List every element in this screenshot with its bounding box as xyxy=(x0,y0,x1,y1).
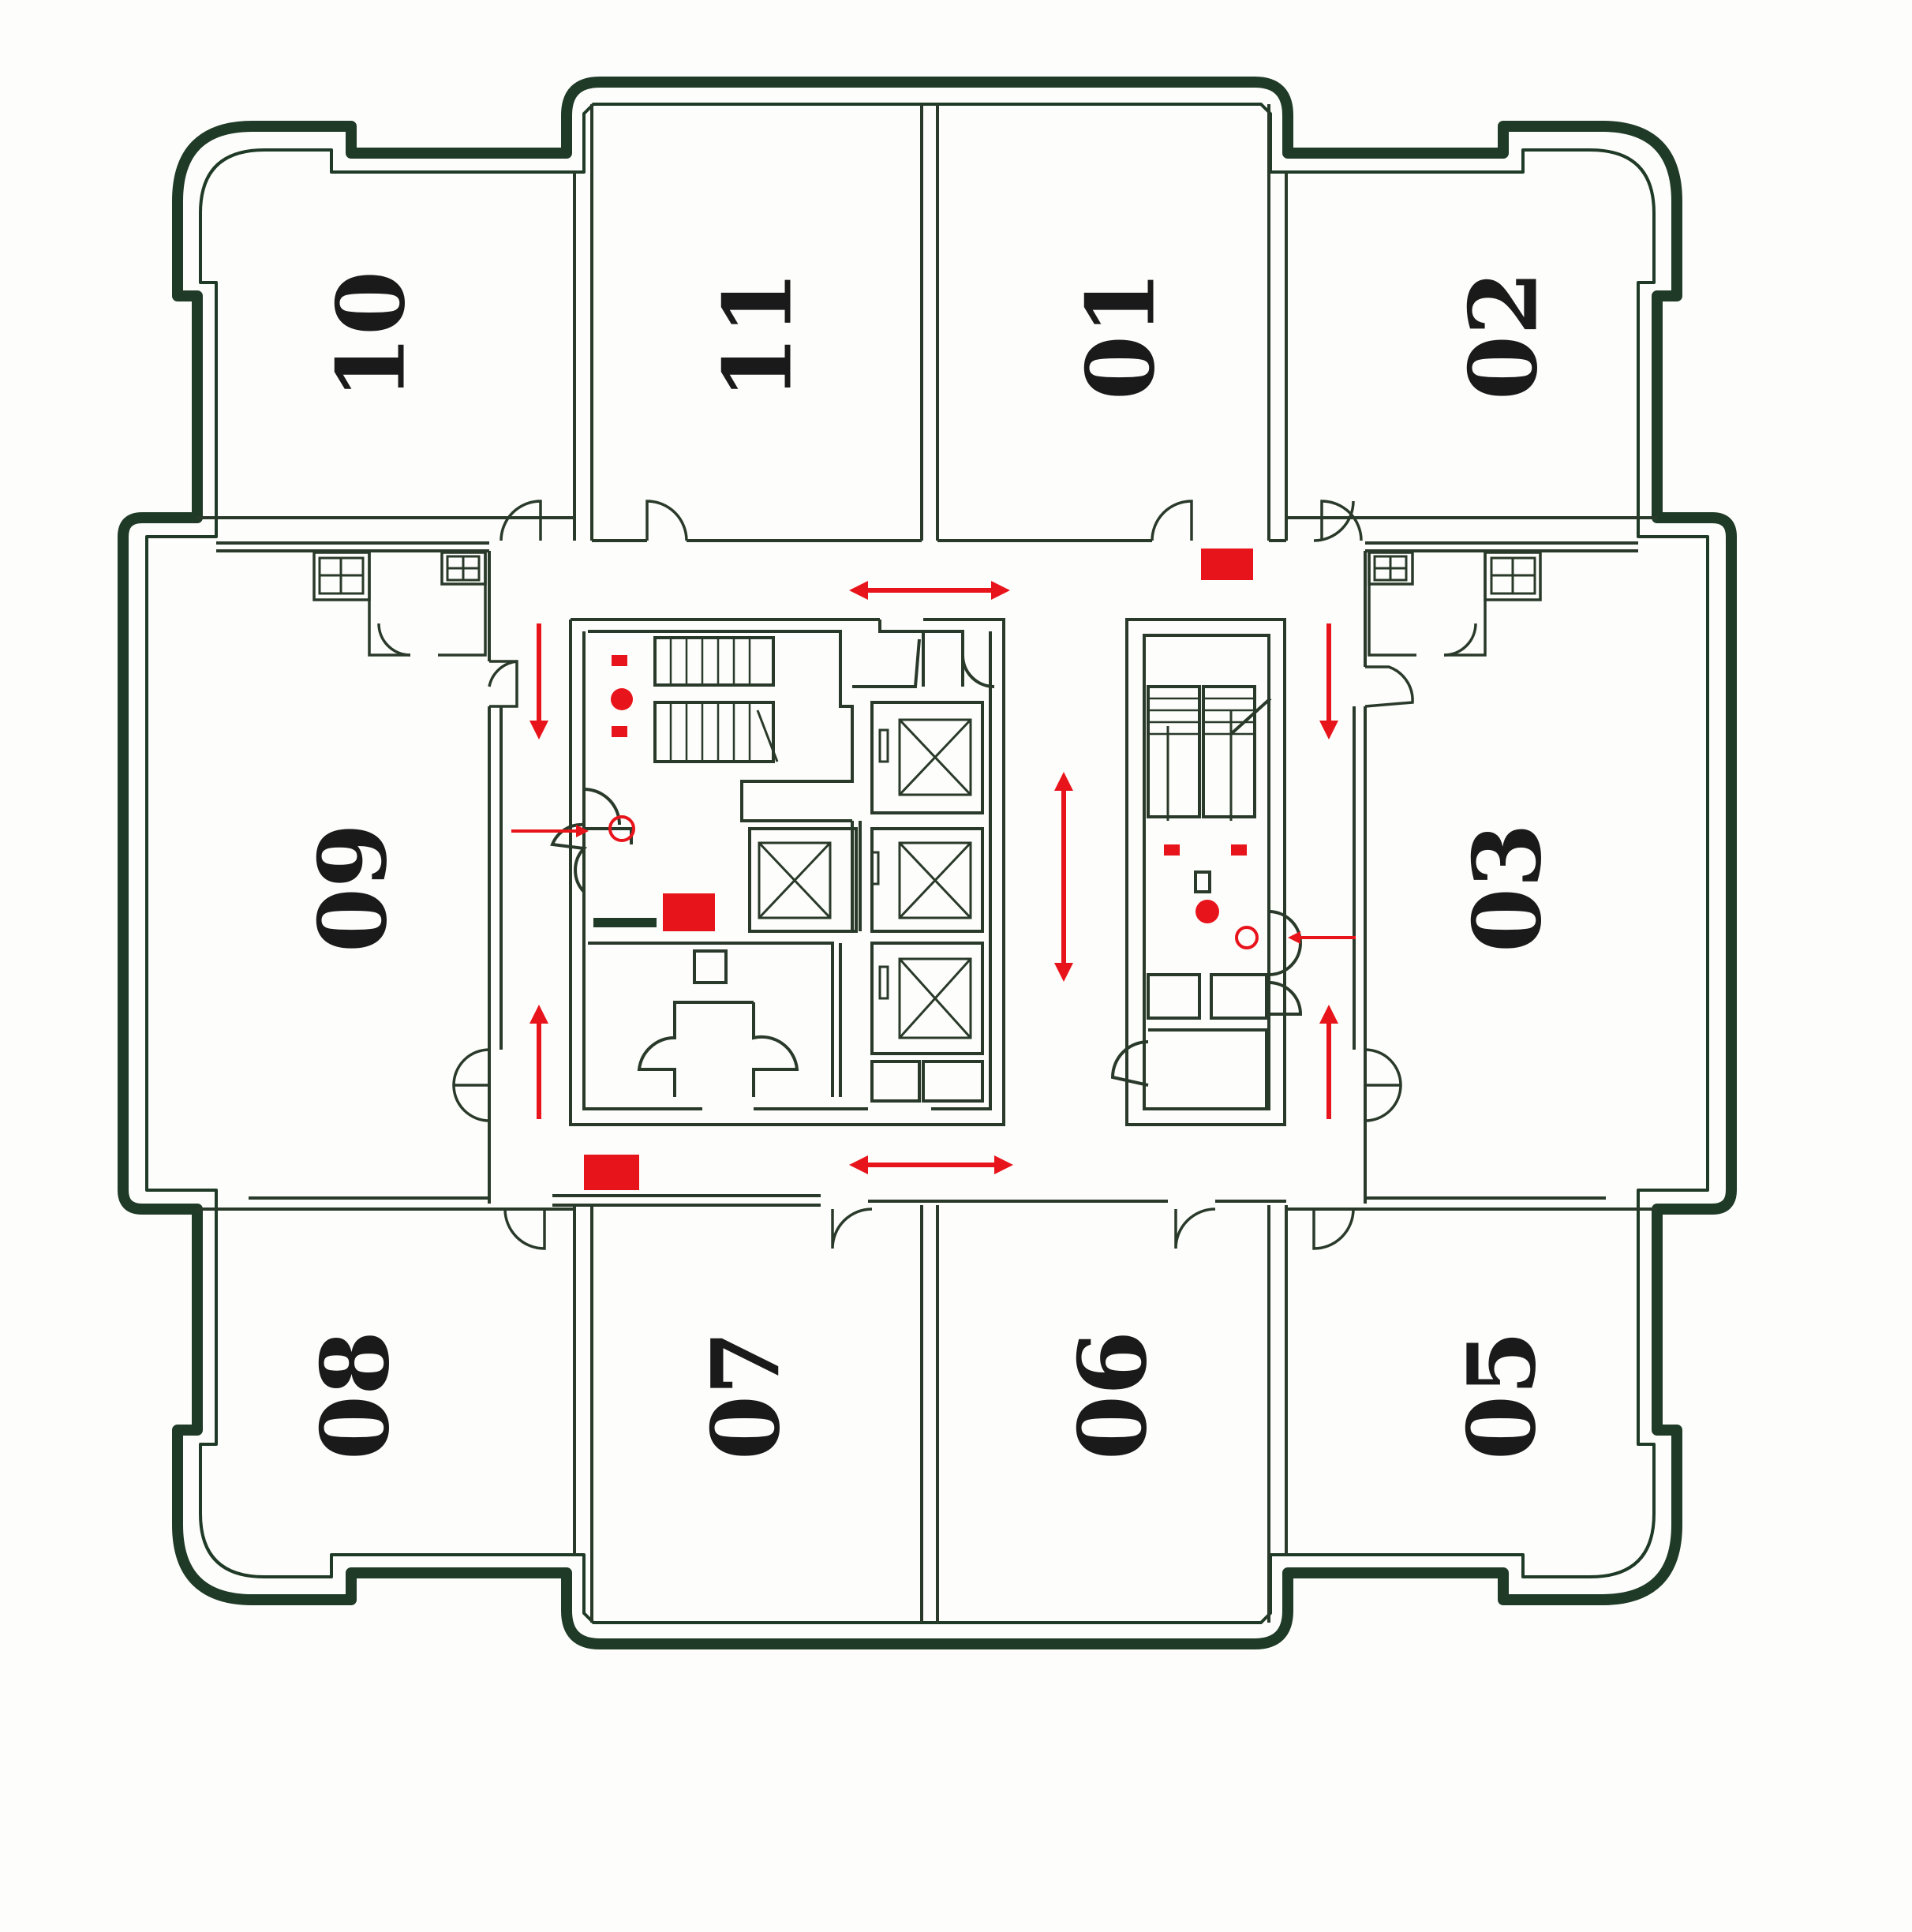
door-unit-09-leaf xyxy=(488,660,518,687)
unit-doors xyxy=(452,500,1414,1250)
window-grid-icons xyxy=(318,555,1536,595)
unit-label-02: 02 xyxy=(1449,271,1558,400)
door-unit-03b xyxy=(1364,1048,1402,1122)
door-unit-05 xyxy=(1312,1208,1355,1250)
unit-label-10: 10 xyxy=(316,271,426,400)
door-unit-10 xyxy=(500,500,542,541)
outer-wall-thick xyxy=(118,77,1737,1649)
door-unit-06 xyxy=(1174,1208,1216,1249)
fire-extinguisher-box-top xyxy=(1201,549,1253,580)
door-unit-09b xyxy=(452,1048,490,1122)
unit-label-01: 01 xyxy=(1066,271,1176,400)
evacuation-routes xyxy=(511,581,1356,1174)
unit-label-05: 05 xyxy=(1447,1331,1557,1460)
door-unit-03 xyxy=(1364,665,1414,708)
door-unit-11 xyxy=(645,500,688,541)
outer-wall-inner xyxy=(145,103,1709,1624)
unit-label-08: 08 xyxy=(301,1331,410,1460)
fire-extinguisher-box-core xyxy=(663,893,715,931)
core-left xyxy=(550,618,1005,1126)
elevator-2 xyxy=(748,827,858,933)
unit-label-07: 07 xyxy=(691,1331,801,1460)
core-right xyxy=(1110,618,1303,1126)
bench-dark xyxy=(593,918,657,927)
unit-label-09: 09 xyxy=(298,823,408,953)
door-unit-09 xyxy=(489,660,518,708)
door-unit-08 xyxy=(503,1208,546,1250)
unit-label-06: 06 xyxy=(1058,1331,1168,1460)
door-unit-07 xyxy=(831,1208,873,1249)
fire-alarm-left xyxy=(611,688,633,710)
elevator-crosses xyxy=(758,718,972,1039)
fire-extinguisher-box-bottom xyxy=(584,1155,639,1190)
partitions xyxy=(197,104,1657,1623)
unit-labels: 10 11 01 02 09 03 08 07 06 05 xyxy=(298,271,1562,1460)
outer-walls xyxy=(118,77,1737,1649)
elevator-4 xyxy=(870,942,984,1055)
door-unit-02 xyxy=(1320,500,1363,541)
fire-alarm-right xyxy=(1195,900,1219,923)
door-unit-01 xyxy=(1151,500,1193,541)
fire-equipment xyxy=(584,549,1259,1190)
closets xyxy=(312,551,1542,657)
unit-label-11: 11 xyxy=(703,271,813,400)
unit-label-03: 03 xyxy=(1453,823,1562,953)
elevator-1 xyxy=(870,701,984,814)
